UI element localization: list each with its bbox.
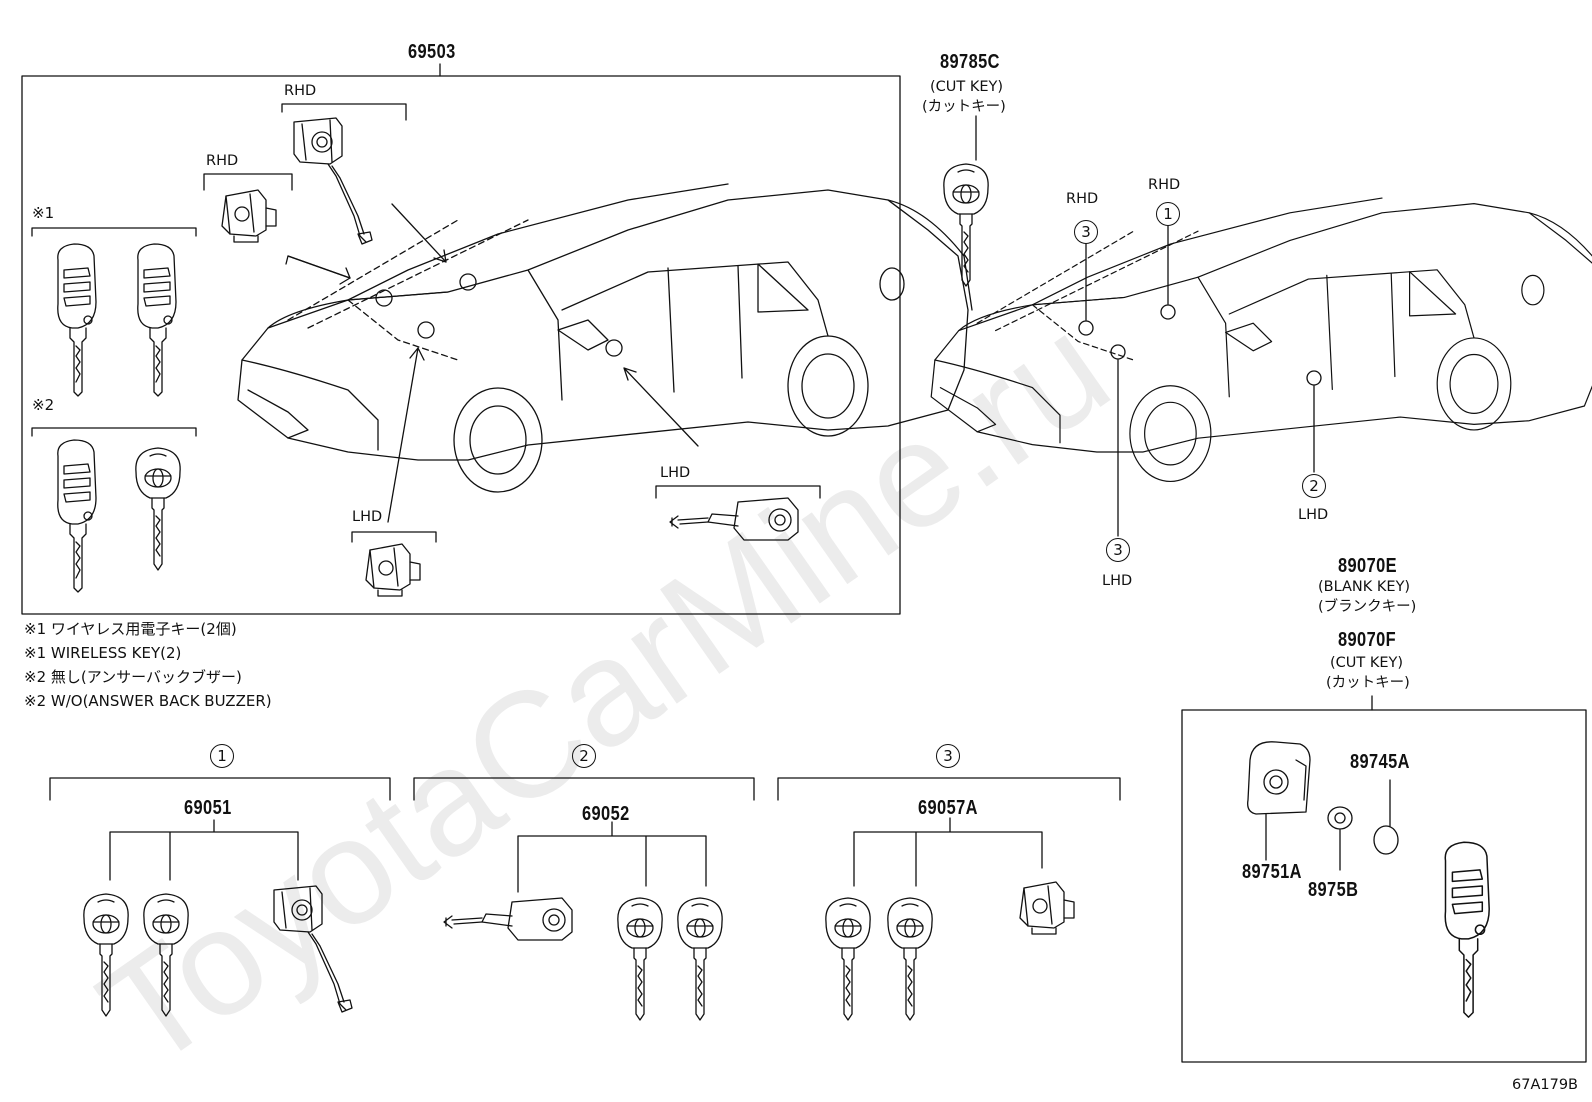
label-lhd: LHD [1102,573,1133,589]
key-case-icon [1247,741,1311,815]
note-line: ※2 W/O(ANSWER BACK BUZZER) [24,692,272,710]
lock-position-marker [459,273,477,291]
door-lock-cylinder-icon [443,897,573,941]
label-lhd: LHD [352,509,383,525]
bracket-69051 [49,777,391,801]
bracket-69052 [413,777,755,801]
note-line: ※2 無し(アンサーバックブザー) [24,668,242,686]
cut-key-label-jp: (カットキー) [1326,675,1410,691]
part-number-cut-key-f: 89070F [1338,629,1397,651]
toyota-key-icon [83,893,129,1017]
part-number-lock-set: 69503 [408,41,456,63]
label-lhd: LHD [660,465,691,481]
door-cylinder-icon [1019,881,1075,935]
door-lock-cylinder-icon [669,497,799,541]
key-kit-frame [1181,709,1587,1063]
lock-position-marker [375,289,393,307]
lock-position-marker [1110,344,1126,360]
label-rhd: RHD [206,153,239,169]
part-number-case: 89751A [1242,861,1302,883]
blank-key-label-en: (BLANK KEY) [1318,579,1411,595]
label-lhd: LHD [1298,507,1329,523]
cut-key-label-jp: (カットキー) [922,99,1006,115]
leader-69051 [109,819,299,881]
bracket-lhd-cylinder [351,531,437,543]
callout-2: 2 [1302,474,1326,498]
callout-3: 3 [1106,538,1130,562]
door-cylinder-icon [365,543,421,597]
leader-69052 [517,821,707,893]
bracket-69057a [777,777,1121,801]
bracket-rhd-ignition [281,103,407,121]
bracket-rhd-cylinder [203,173,293,191]
bracket-note1 [31,227,197,237]
part-number-seal: 8975B [1308,879,1359,901]
ignition-cylinder-icon [293,117,373,245]
bracket-note2 [31,427,197,437]
part-number-battery: 89745A [1350,751,1410,773]
seal-ring-icon [1327,806,1353,830]
part-number-cut-key-c: 89785C [940,51,1000,73]
wireless-key-icon [57,243,97,397]
toyota-key-icon [887,897,933,1021]
wireless-key-icon [137,243,177,397]
note-marker-1: ※1 [32,204,55,222]
part-number-lock-set-a: 69057A [918,797,978,819]
cut-key-label-en: (CUT KEY) [930,79,1004,95]
label-rhd: RHD [1066,191,1099,207]
callout-2: 2 [572,744,596,768]
toyota-key-icon [143,893,189,1017]
callout-1: 1 [1156,202,1180,226]
lock-position-marker [417,321,435,339]
toyota-key-icon [135,447,181,571]
car-left-illustration [237,183,973,493]
note-line: ※1 WIRELESS KEY(2) [24,644,182,662]
leader-line [1265,779,1391,871]
blank-key-label-jp: (ブランクキー) [1318,599,1417,615]
toyota-key-icon [677,897,723,1021]
wireless-key-icon [1444,841,1490,1018]
arrow-icon [285,203,699,523]
door-cylinder-icon [221,189,277,243]
cut-key-label-en: (CUT KEY) [1330,655,1404,671]
part-number-blank-key: 89070E [1338,555,1398,577]
lock-position-marker [1078,320,1094,336]
callout-1: 1 [210,744,234,768]
toyota-key-icon [825,897,871,1021]
label-rhd: RHD [1148,177,1181,193]
callout-3: 3 [936,744,960,768]
toyota-key-icon [617,897,663,1021]
label-rhd: RHD [284,83,317,99]
lock-set-frame [21,75,901,615]
note-line: ※1 ワイヤレス用電子キー(2個) [24,620,237,638]
lock-position-marker [1160,304,1176,320]
ignition-cylinder-icon [273,885,353,1013]
battery-icon [1373,825,1399,855]
figure-code: 67A179B [1512,1077,1578,1093]
leader-69057a [853,817,1043,887]
lock-position-marker [605,339,623,357]
part-number-door-set: 69052 [582,803,630,825]
wireless-key-icon [57,439,97,593]
bracket-lhd-door [655,485,821,499]
part-number-ignition-set: 69051 [184,797,232,819]
note-marker-2: ※2 [32,396,55,414]
lock-position-marker [1306,370,1322,386]
car-right-illustration [930,197,1592,483]
callout-3: 3 [1074,220,1098,244]
leader-line [1085,225,1315,537]
